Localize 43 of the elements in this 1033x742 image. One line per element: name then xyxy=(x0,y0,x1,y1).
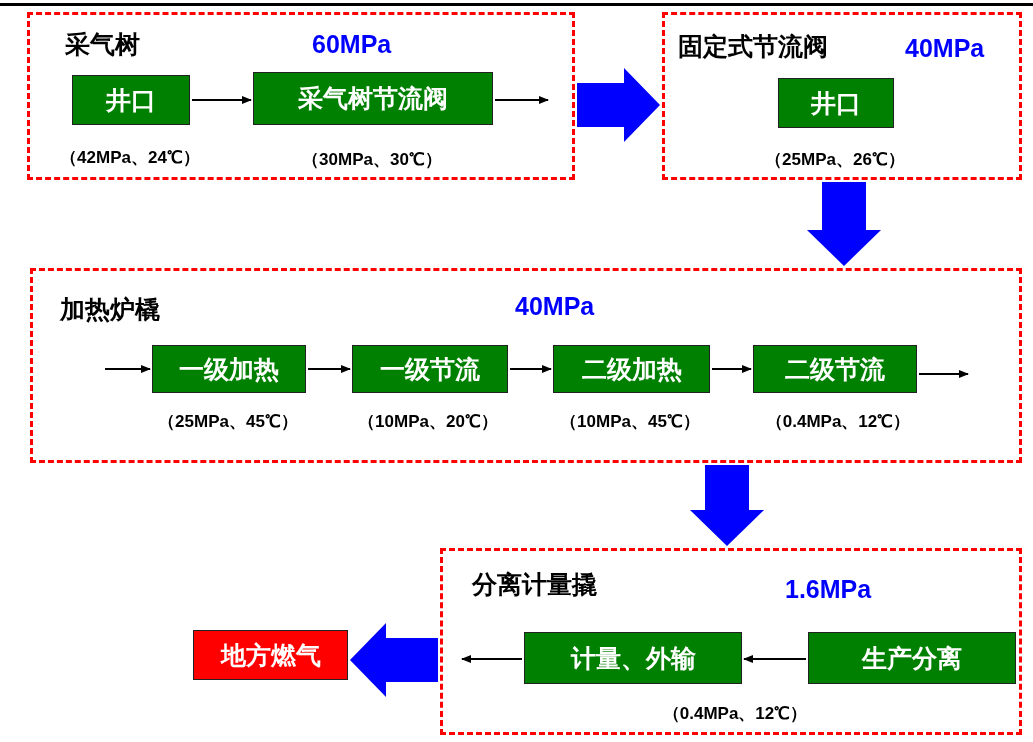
block-arrow xyxy=(577,68,660,142)
arrow xyxy=(104,365,151,373)
arrow xyxy=(494,96,549,104)
destination-box: 地方燃气 xyxy=(193,630,348,680)
block-arrow xyxy=(350,623,438,697)
process-box: 一级节流 xyxy=(352,345,508,393)
condition-label: （0.4MPa、12℃） xyxy=(765,411,911,433)
arrow xyxy=(743,655,807,663)
arrow xyxy=(461,655,523,663)
pressure-label: 1.6MPa xyxy=(785,575,872,604)
block-arrow xyxy=(807,182,881,266)
dashed-frame xyxy=(27,12,575,180)
process-box: 二级节流 xyxy=(753,345,917,393)
condition-label: （10MPa、20℃） xyxy=(358,411,498,433)
condition-label: （25MPa、45℃） xyxy=(158,411,298,433)
arrow xyxy=(307,365,351,373)
group-title: 加热炉橇 xyxy=(60,294,160,325)
process-box: 计量、外输 xyxy=(524,632,742,684)
dashed-frame xyxy=(440,548,1022,735)
process-box: 二级加热 xyxy=(553,345,710,393)
arrow xyxy=(509,365,552,373)
group-title: 分离计量撬 xyxy=(472,569,597,600)
process-box: 生产分离 xyxy=(808,632,1016,684)
dashed-frame xyxy=(662,12,1022,180)
process-box: 一级加热 xyxy=(152,345,306,393)
condition-label: （10MPa、45℃） xyxy=(560,411,700,433)
pressure-label: 60MPa xyxy=(312,30,392,59)
pressure-label: 40MPa xyxy=(905,34,985,63)
arrow xyxy=(711,365,752,373)
condition-label: （0.4MPa、12℃） xyxy=(662,703,808,725)
block-arrow xyxy=(690,465,764,546)
arrow xyxy=(918,370,969,378)
arrow xyxy=(191,96,252,104)
pressure-label: 40MPa xyxy=(515,292,595,321)
dashed-frame xyxy=(30,268,1022,463)
group-title: 采气树 xyxy=(65,29,140,60)
group-title: 固定式节流阀 xyxy=(678,31,828,62)
condition-label: （30MPa、30℃） xyxy=(302,149,442,171)
process-box: 采气树节流阀 xyxy=(253,72,493,125)
process-box: 井口 xyxy=(72,75,190,125)
condition-label: （42MPa、24℃） xyxy=(60,147,200,169)
process-box: 井口 xyxy=(778,78,894,128)
condition-label: （25MPa、26℃） xyxy=(765,149,905,171)
